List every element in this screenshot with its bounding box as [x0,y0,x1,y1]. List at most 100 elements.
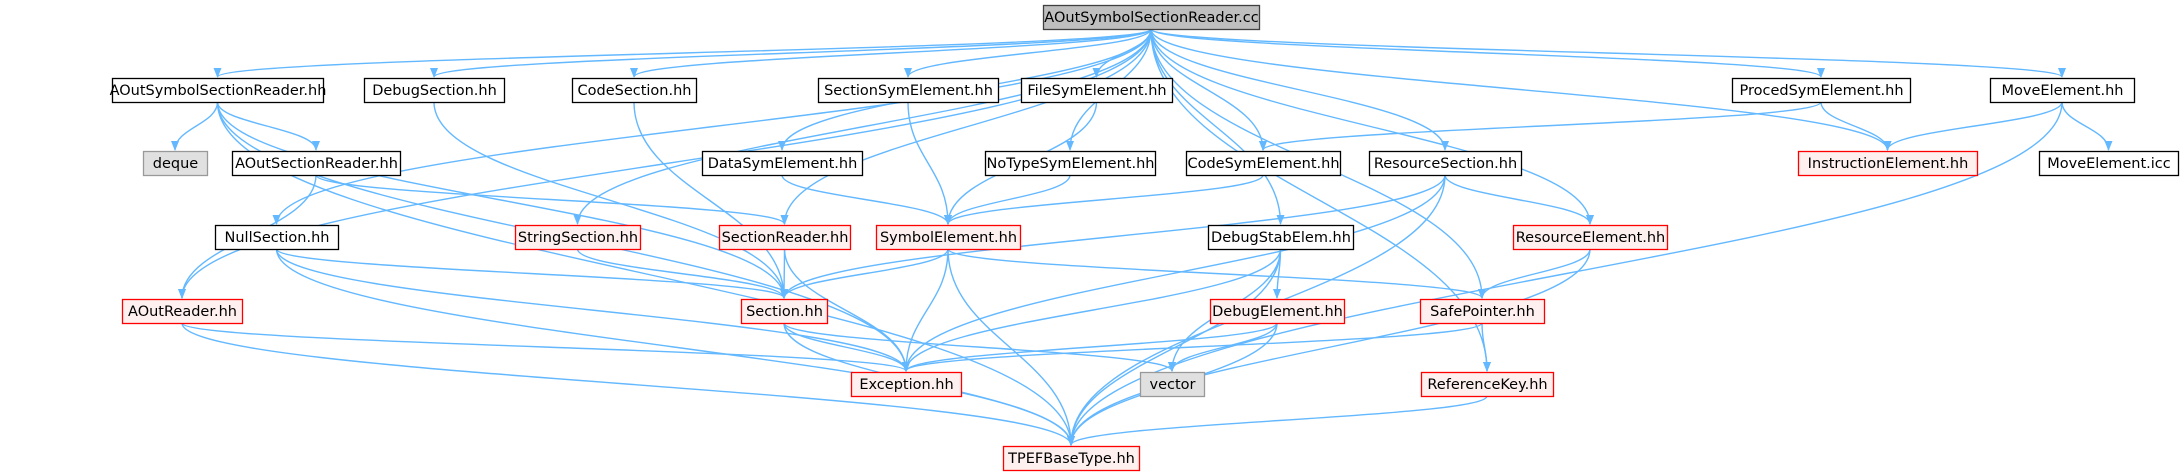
edge-sectionsym-to-symbolelement [907,101,952,225]
edge-section-to-vector [783,322,1176,372]
node-resourceelement[interactable]: ResourceElement.hh [1512,224,1669,251]
node-label: MoveElement.hh [2002,83,2124,99]
node-datasym[interactable]: DataSymElement.hh [701,150,864,177]
edge-moveelement-to-moveelement_icc [2061,101,2113,151]
node-label: SectionSymElement.hh [824,83,993,99]
node-box [1020,77,1174,104]
edge-datasym-to-symbolelement [781,174,952,225]
node-label: ReferenceKey.hh [1427,377,1547,393]
edge-nullsection-to-tpefbasetype [275,248,1075,446]
node-section[interactable]: Section.hh [740,298,829,325]
node-box [1139,371,1206,398]
edge-root-to-sectionreader [780,28,1152,225]
node-label: NullSection.hh [225,230,330,246]
node-label: AOutSymbolSectionReader.cc [1044,10,1258,26]
edge-root-to-debugsection [430,28,1152,78]
node-box [1002,445,1141,472]
node-box [1797,150,1979,177]
node-deque: deque [142,150,209,177]
node-tpefbasetype[interactable]: TPEFBaseType.hh [1002,445,1141,472]
edge-resourcesection-to-exception [902,174,1446,372]
edge-resourcesection-to-resourceelement [1444,174,1594,225]
node-sectionsym[interactable]: SectionSymElement.hh [817,77,1000,104]
edge-debugstab-to-tpefbasetype [1067,248,1282,446]
node-stringsection[interactable]: StringSection.hh [514,224,642,251]
edge-stringsection-to-section [576,248,788,299]
edge-root-to-resourceelement [1150,28,1594,225]
node-notypesym[interactable]: NoTypeSymElement.hh [984,150,1157,177]
edge-root-to-moveelement [1150,28,2066,78]
node-label: TPEFBaseType.hh [1007,451,1135,467]
edge-sectionreader-to-exception [783,248,910,372]
node-label: AOutReader.hh [128,304,237,320]
node-codesection[interactable]: CodeSection.hh [571,77,698,104]
node-label: StringSection.hh [518,230,638,246]
node-aosr_hh[interactable]: AOutSectionReader.hh [231,150,402,177]
edge-aoutreader-to-tpefbasetype [181,322,1075,446]
edge-root-to-procedsym [1150,28,1825,78]
edge-aosr_hh-to-sectionreader [315,174,789,225]
node-moveelement[interactable]: MoveElement.hh [1989,77,2136,104]
node-label: SafePointer.hh [1430,304,1535,320]
edge-root-to-debugstab [1150,28,1285,225]
node-codesym[interactable]: CodeSymElement.hh [1185,150,1342,177]
node-box [1207,224,1355,251]
node-label: ProcedSymElement.hh [1739,83,1903,99]
node-label: NoTypeSymElement.hh [987,156,1155,172]
node-debugelement[interactable]: DebugElement.hh [1209,298,1346,325]
node-resourcesection[interactable]: ResourceSection.hh [1368,150,1523,177]
node-label: DebugElement.hh [1212,304,1343,320]
node-debugsection[interactable]: DebugSection.hh [363,77,506,104]
node-vector: vector [1139,371,1206,398]
edge-codesection-to-section [633,101,788,299]
node-debugstab[interactable]: DebugStabElem.hh [1207,224,1355,251]
node-moveelement_icc[interactable]: MoveElement.icc [2038,150,2180,177]
node-aossr_hh[interactable]: AOutSymbolSectionReader.hh [110,77,327,104]
node-box [142,150,209,177]
node-label: DebugSection.hh [372,83,497,99]
edge-codesym-to-symbolelement [944,174,1264,225]
node-label: vector [1150,377,1196,393]
edge-root-to-aossr_hh [213,28,1152,78]
node-filesym[interactable]: FileSymElement.hh [1020,77,1174,104]
node-label: DebugStabElem.hh [1211,230,1351,246]
edge-resourceelement-to-safepointer [1478,248,1591,299]
node-box [1419,298,1546,325]
edge-debugelement-to-vector [1168,322,1278,372]
node-box [214,224,340,251]
node-box [1042,4,1261,31]
node-label: Section.hh [746,304,823,320]
edge-moveelement-to-tpefbasetype [1067,101,2063,446]
edge-aoutreader-to-exception [181,322,910,372]
edge-aossr_hh-to-section [216,101,788,299]
edge-debugelement-to-exception [902,322,1278,372]
node-box [1368,150,1523,177]
node-box [1185,150,1342,177]
node-exception[interactable]: Exception.hh [850,371,963,398]
node-nullsection[interactable]: NullSection.hh [214,224,340,251]
edge-root-to-resourcesection [1150,28,1449,151]
node-aoutreader[interactable]: AOutReader.hh [121,298,244,325]
node-box [571,77,698,104]
node-sectionreader[interactable]: SectionReader.hh [718,224,852,251]
node-referencekey[interactable]: ReferenceKey.hh [1420,371,1555,398]
node-safepointer[interactable]: SafePointer.hh [1419,298,1546,325]
node-label: ResourceElement.hh [1516,230,1666,246]
edge-resourcesection-to-section [780,174,1446,299]
node-box [718,224,852,251]
node-procedsym[interactable]: ProcedSymElement.hh [1731,77,1912,104]
node-box [1209,298,1346,325]
node-label: AOutSymbolSectionReader.hh [110,83,327,99]
edge-debugstab-to-exception [902,248,1282,372]
node-label: AOutSectionReader.hh [235,156,398,172]
node-label: CodeSection.hh [578,83,692,99]
node-box [701,150,864,177]
node-root[interactable]: AOutSymbolSectionReader.cc [1042,4,1261,31]
node-label: DataSymElement.hh [708,156,858,172]
node-box [111,77,325,104]
node-box [850,371,963,398]
edge-root-to-codesym [1150,28,1267,151]
node-instructionelement[interactable]: InstructionElement.hh [1797,150,1979,177]
node-symbolelement[interactable]: SymbolElement.hh [875,224,1022,251]
